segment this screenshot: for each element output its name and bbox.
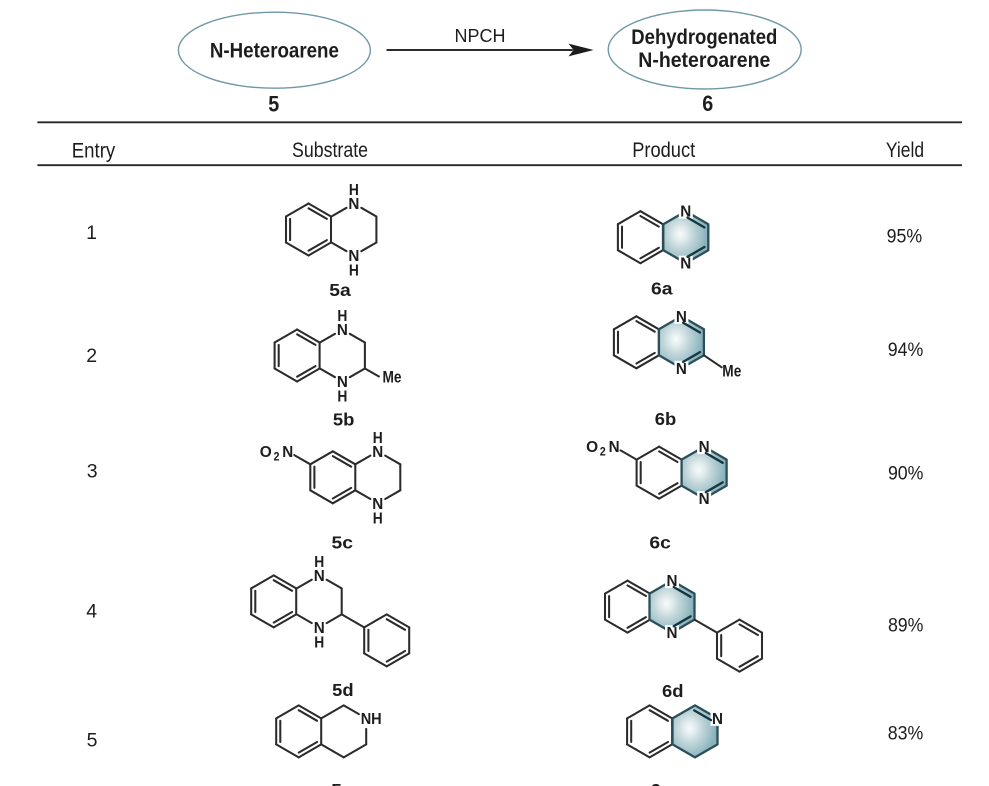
svg-text:N: N <box>676 361 687 378</box>
svg-text:2: 2 <box>274 451 280 463</box>
svg-text:O: O <box>586 439 598 456</box>
svg-text:Substrate: Substrate <box>292 138 368 162</box>
svg-text:N: N <box>348 196 359 213</box>
svg-text:6c: 6c <box>649 532 671 552</box>
svg-text:4: 4 <box>86 601 97 623</box>
svg-text:Me: Me <box>722 363 741 381</box>
svg-text:Me: Me <box>383 369 402 387</box>
svg-text:N: N <box>680 256 691 273</box>
svg-text:N: N <box>282 444 293 461</box>
svg-text:83%: 83% <box>888 723 924 745</box>
svg-text:N-heteroarene: N-heteroarene <box>638 48 770 72</box>
svg-text:H: H <box>337 308 347 325</box>
svg-text:6b: 6b <box>655 409 677 429</box>
svg-text:N: N <box>699 491 710 508</box>
svg-text:6e: 6e <box>650 780 672 786</box>
svg-text:89%: 89% <box>888 615 924 637</box>
svg-text:1: 1 <box>86 222 97 244</box>
svg-text:N: N <box>337 374 348 391</box>
svg-text:H: H <box>349 182 359 199</box>
svg-text:N-Heteroarene: N-Heteroarene <box>210 39 339 63</box>
svg-text:N: N <box>372 444 383 461</box>
svg-text:N: N <box>712 711 723 728</box>
svg-text:N: N <box>667 625 678 642</box>
svg-text:3: 3 <box>87 461 98 483</box>
svg-text:N: N <box>609 439 620 456</box>
svg-text:2: 2 <box>600 447 606 459</box>
svg-text:H: H <box>337 389 347 406</box>
svg-text:5b: 5b <box>333 410 355 430</box>
svg-text:N: N <box>699 439 710 456</box>
svg-text:5e: 5e <box>331 780 353 786</box>
svg-text:NPCH: NPCH <box>455 26 506 46</box>
svg-text:6: 6 <box>702 91 713 116</box>
svg-text:NH: NH <box>361 711 382 728</box>
svg-text:N: N <box>667 573 678 590</box>
svg-text:O: O <box>260 444 272 461</box>
svg-text:6a: 6a <box>651 279 673 299</box>
svg-text:95%: 95% <box>887 226 923 248</box>
svg-text:H: H <box>314 554 324 571</box>
svg-text:5c: 5c <box>332 532 354 552</box>
svg-text:H: H <box>314 634 324 651</box>
svg-text:Entry: Entry <box>72 139 116 163</box>
svg-text:N: N <box>314 568 325 585</box>
svg-text:2: 2 <box>86 345 97 367</box>
svg-text:Yield: Yield <box>886 138 924 162</box>
svg-text:5: 5 <box>87 730 98 752</box>
svg-text:5a: 5a <box>329 280 351 300</box>
svg-text:90%: 90% <box>888 462 924 484</box>
svg-text:N: N <box>372 496 383 513</box>
svg-text:94%: 94% <box>888 339 924 361</box>
svg-text:H: H <box>349 263 359 280</box>
svg-text:Dehydrogenated: Dehydrogenated <box>631 25 777 49</box>
svg-text:N: N <box>314 620 325 637</box>
svg-text:Product: Product <box>632 138 695 162</box>
svg-text:H: H <box>373 510 383 527</box>
svg-text:N: N <box>348 248 359 265</box>
svg-text:N: N <box>337 322 348 339</box>
svg-text:N: N <box>680 204 691 221</box>
svg-text:5d: 5d <box>332 680 354 700</box>
svg-text:5: 5 <box>268 92 279 117</box>
svg-text:6d: 6d <box>662 681 684 701</box>
svg-text:N: N <box>676 309 687 326</box>
svg-text:H: H <box>373 430 383 447</box>
